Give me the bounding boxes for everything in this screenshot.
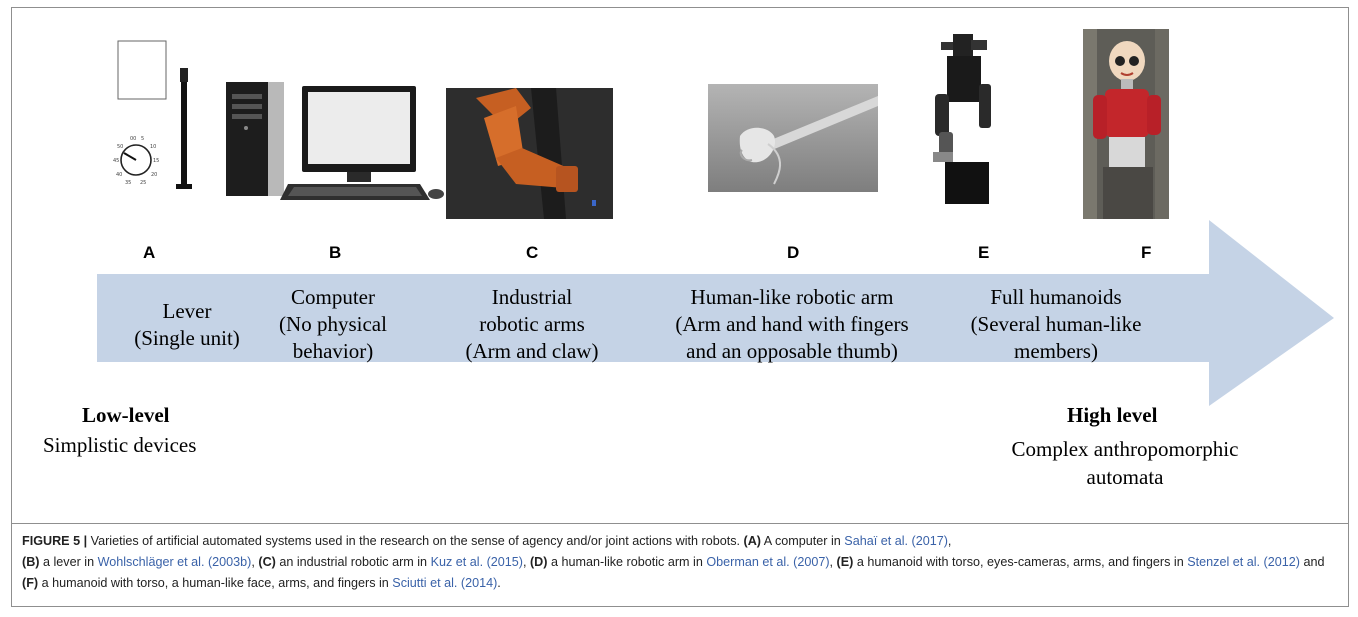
low-level-subtitle: Simplistic devices	[43, 433, 197, 457]
caption-text: .	[497, 576, 501, 590]
label-humanoids-line: members)	[1014, 339, 1098, 363]
humanoid-robot-image	[1083, 29, 1169, 219]
caption-text: an industrial robotic arm in	[275, 555, 431, 569]
desktop-computer-image	[224, 80, 446, 206]
caption-text: a lever in	[39, 555, 98, 569]
label-computer: Computer (No physical behavior)	[258, 284, 408, 365]
robot-torso-image	[931, 34, 993, 204]
low-level-title: Low-level	[82, 403, 170, 427]
label-industrial-line: Industrial	[491, 285, 573, 309]
svg-text:15: 15	[153, 158, 159, 164]
caption-reference-link[interactable]: Sciutti et al. (2014)	[392, 576, 498, 590]
panel-letter-a: A	[143, 243, 156, 262]
caption-marker-b: (B)	[22, 555, 40, 569]
caption-marker-c: (C)	[258, 555, 276, 569]
label-industrial-line: (Arm and claw)	[465, 339, 599, 363]
figure-frame	[11, 7, 1349, 607]
label-humanoids-line: (Several human-like	[970, 312, 1142, 336]
label-lever-line: Lever	[162, 299, 212, 323]
caption-label: FIGURE 5 |	[22, 534, 88, 548]
caption-text: a human-like robotic arm in	[547, 555, 707, 569]
svg-text:5: 5	[141, 136, 144, 142]
label-humanlike-line: and an opposable thumb)	[686, 339, 898, 363]
label-computer-line: (No physical	[279, 312, 387, 336]
caption-reference-link[interactable]: Wohlschläger et al. (2003b)	[97, 555, 252, 569]
label-computer-line: behavior)	[292, 339, 374, 363]
caption-text: a humanoid with torso, eyes-cameras, arm…	[853, 555, 1188, 569]
panel-letter-e: E	[978, 243, 990, 262]
figure-caption: FIGURE 5 | Varieties of artificial autom…	[22, 531, 1340, 594]
svg-text:40: 40	[116, 172, 122, 178]
svg-text:10: 10	[150, 144, 156, 150]
panel-letter-d: D	[787, 243, 800, 262]
caption-reference-link[interactable]: Oberman et al. (2007)	[706, 555, 830, 569]
caption-marker-e: (E)	[836, 555, 854, 569]
high-level-subtitle-line: automata	[1086, 465, 1164, 489]
svg-text:20: 20	[151, 172, 157, 178]
caption-text: ,	[522, 555, 530, 569]
label-lever: Lever (Single unit)	[116, 298, 258, 352]
caption-reference-link[interactable]: Kuz et al. (2015)	[430, 555, 523, 569]
caption-text: ,	[251, 555, 259, 569]
label-humanlike-line: Human-like robotic arm	[690, 285, 894, 309]
caption-text: Varieties of artificial automated system…	[87, 534, 744, 548]
lever-dial-image: 00 5 50 10 45 15 40 20 35 25	[113, 40, 203, 202]
caption-marker-a: (A)	[743, 534, 761, 548]
high-level-subtitle-line: Complex anthropomorphic	[1011, 437, 1239, 461]
robotic-hand-image	[708, 84, 878, 192]
high-level-subtitle: Complex anthropomorphic automata	[972, 435, 1278, 491]
label-lever-line: (Single unit)	[134, 326, 240, 350]
caption-text: A computer in	[760, 534, 845, 548]
caption-text: and	[1299, 555, 1325, 569]
caption-marker-d: (D)	[529, 555, 548, 569]
label-computer-line: Computer	[291, 285, 375, 309]
caption-divider	[12, 523, 1348, 524]
progression-arrow	[97, 220, 1334, 406]
caption-marker-f: (F)	[22, 576, 39, 590]
label-humanlike: Human-like robotic arm (Arm and hand wit…	[634, 284, 950, 365]
panel-letter-c: C	[526, 243, 539, 262]
label-industrial: Industrial robotic arms (Arm and claw)	[432, 284, 632, 365]
caption-reference-link[interactable]: Sahaï et al. (2017)	[844, 534, 948, 548]
panel-letter-b: B	[329, 243, 342, 262]
label-humanlike-line: (Arm and hand with fingers	[675, 312, 909, 336]
caption-text: a humanoid with torso, a human-like face…	[38, 576, 393, 590]
svg-text:50: 50	[117, 144, 123, 150]
svg-text:00: 00	[130, 136, 136, 142]
caption-reference-link[interactable]: Stenzel et al. (2012)	[1187, 555, 1300, 569]
svg-text:45: 45	[113, 158, 119, 164]
industrial-robot-arm-image	[446, 88, 613, 219]
label-humanoids: Full humanoids (Several human-like membe…	[946, 284, 1166, 365]
high-level-title: High level	[1067, 403, 1158, 427]
caption-text: ,	[947, 534, 952, 548]
svg-text:35: 35	[125, 180, 131, 186]
label-industrial-line: robotic arms	[479, 312, 585, 336]
svg-text:25: 25	[140, 180, 146, 186]
caption-text: ,	[829, 555, 837, 569]
panel-letter-f: F	[1141, 243, 1152, 262]
label-humanoids-line: Full humanoids	[990, 285, 1122, 309]
